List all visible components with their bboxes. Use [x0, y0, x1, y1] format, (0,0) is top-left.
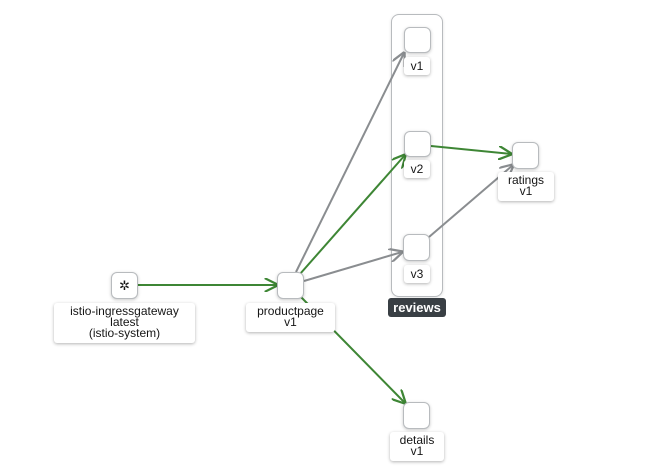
gateway-namespace: (istio-system) [88, 326, 161, 340]
label-productpage[interactable]: productpage v1 [246, 303, 335, 332]
details-name: details [399, 433, 435, 447]
label-reviews-v3[interactable]: v3 [404, 265, 430, 283]
gateway-version: latest [110, 315, 139, 329]
node-reviews-v3[interactable] [403, 234, 430, 261]
edge-productpage-reviews-v2[interactable] [299, 155, 405, 275]
label-ratings[interactable]: ratings v1 [498, 172, 554, 201]
ratings-name: ratings [507, 173, 545, 187]
ratings-version: v1 [519, 184, 533, 198]
edge-reviews-v2-ratings[interactable] [430, 145, 511, 154]
edge-productpage-reviews-v3[interactable] [303, 252, 402, 282]
reviews-v3-version: v3 [410, 267, 424, 281]
label-istio-ingressgateway[interactable]: istio-ingressgateway latest (istio-syste… [54, 303, 195, 343]
edge-productpage-reviews-v1[interactable] [295, 53, 404, 273]
node-ratings[interactable] [512, 142, 539, 169]
label-details[interactable]: details v1 [390, 432, 444, 461]
productpage-name: productpage [257, 304, 324, 318]
node-productpage[interactable] [277, 272, 304, 299]
reviews-v2-version: v2 [410, 162, 424, 176]
node-details[interactable] [403, 402, 430, 429]
productpage-version: v1 [284, 315, 297, 329]
gateway-name: istio-ingressgateway [70, 304, 179, 318]
node-reviews-v2[interactable] [404, 131, 431, 157]
reviews-v1-version: v1 [410, 59, 424, 73]
node-reviews-v1[interactable] [404, 27, 431, 53]
reviews-box-label[interactable]: reviews [388, 298, 446, 317]
details-version: v1 [410, 444, 424, 458]
node-istio-ingressgateway[interactable]: ✲ [111, 272, 138, 299]
label-reviews-v1[interactable]: v1 [404, 57, 430, 75]
label-reviews-v2[interactable]: v2 [404, 160, 430, 178]
ingress-gateway-icon: ✲ [119, 278, 130, 293]
